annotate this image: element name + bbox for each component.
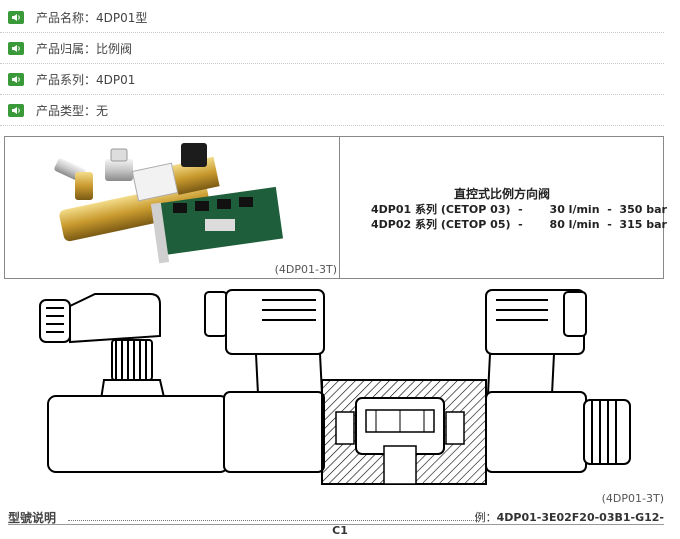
model-example: 例：4DP01-3E02F20-03B1-G12-: [474, 511, 664, 524]
info-row-type: 产品类型：无: [0, 95, 664, 126]
valve-drawing: [39, 289, 631, 485]
model-explanation-label: 型號说明: [8, 511, 57, 525]
photo-caption: (4DP01-3T): [274, 263, 337, 276]
dotted-leader: [68, 520, 478, 521]
model-code-footer: 型號说明 例：4DP01-3E02F20-03B1-G12-: [8, 509, 664, 525]
speaker-icon: [8, 72, 24, 86]
spec-line-4dp02: 4DP02 系列 (CETOP 05) - 80 l/min - 315 bar: [371, 218, 667, 231]
info-row-series: 产品系列：4DP01: [0, 64, 664, 95]
product-photo-panel: (4DP01-3T): [5, 137, 340, 278]
valve-photo: [54, 143, 284, 264]
info-name-text: 产品名称：4DP01型: [36, 10, 148, 25]
speaker-icon: [8, 103, 24, 117]
info-series-text: 产品系列：4DP01: [36, 72, 136, 87]
product-spec-panel: 直控式比例方向阀 4DP01 系列 (CETOP 03) - 30 l/min …: [341, 137, 667, 278]
info-row-category: 产品归属：比例阀: [0, 33, 664, 64]
info-category-text: 产品归属：比例阀: [36, 41, 133, 56]
model-example-cont: C1: [332, 524, 348, 537]
drawing-caption: (4DP01-3T): [601, 492, 664, 505]
product-box: (4DP01-3T) 直控式比例方向阀 4DP01 系列 (CETOP 03) …: [4, 136, 667, 279]
info-row-name: 产品名称：4DP01型: [0, 2, 664, 33]
spec-title: 直控式比例方向阀: [453, 187, 550, 201]
speaker-icon: [8, 41, 24, 55]
speaker-icon: [8, 10, 24, 24]
info-type-text: 产品类型：无: [36, 103, 109, 118]
spec-line-4dp01: 4DP01 系列 (CETOP 03) - 30 l/min - 350 bar: [371, 203, 667, 216]
